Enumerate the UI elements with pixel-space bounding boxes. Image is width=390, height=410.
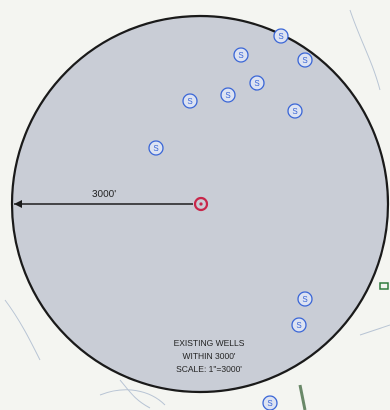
- center-marker-dot: [199, 202, 203, 206]
- well-symbol: S: [220, 87, 236, 103]
- well-symbol: S: [148, 140, 164, 156]
- well-symbol-ring: [297, 52, 313, 68]
- well-symbol: S: [273, 28, 289, 44]
- legend-line-3: SCALE: 1"=3000': [176, 364, 242, 374]
- well-symbol-ring: [233, 47, 249, 63]
- radius-arrowhead: [14, 200, 22, 208]
- well-symbol-ring: [249, 75, 265, 91]
- center-marker-ring: [193, 196, 209, 212]
- background-sketch-lines: [4, 9, 390, 410]
- radius-label: 3000': [92, 189, 116, 200]
- legend: EXISTING WELLS WITHIN 3000' SCALE: 1"=30…: [174, 338, 245, 374]
- well-symbol: S: [262, 395, 278, 410]
- well-symbol: S: [233, 47, 249, 63]
- radius-dimension: 3000': [14, 189, 193, 208]
- well-symbol-letter: S: [254, 79, 259, 88]
- well-symbol-ring: [148, 140, 164, 156]
- well-symbol: S: [182, 93, 198, 109]
- well-symbol-ring: [182, 93, 198, 109]
- well-symbol-ring: [297, 291, 313, 307]
- well-symbol-letter: S: [225, 91, 230, 100]
- well-symbol-ring: [291, 317, 307, 333]
- well-symbol: S: [287, 103, 303, 119]
- well-symbol-letter: S: [153, 144, 158, 153]
- well-symbol-letter: S: [238, 51, 243, 60]
- well-symbol-letter: S: [302, 295, 307, 304]
- well-symbol-ring: [287, 103, 303, 119]
- well-symbol-ring: [273, 28, 289, 44]
- edge-marker: [379, 282, 389, 290]
- well-symbol-letter: S: [296, 321, 301, 330]
- proposed-well-marker: [193, 196, 209, 212]
- well-symbol-letter: S: [187, 97, 192, 106]
- well-symbol: S: [291, 317, 307, 333]
- well-symbol-letter: S: [292, 107, 297, 116]
- well-symbol: S: [297, 291, 313, 307]
- well-symbol-ring: [262, 395, 278, 410]
- legend-line-1: EXISTING WELLS: [174, 338, 245, 348]
- well-symbol: S: [249, 75, 265, 91]
- legend-line-2: WITHIN 3000': [182, 351, 235, 361]
- well-symbol-letter: S: [302, 56, 307, 65]
- existing-wells: S S S S S S S S S S S: [148, 28, 313, 410]
- well-symbol-letter: S: [278, 32, 283, 41]
- well-symbol: S: [297, 52, 313, 68]
- well-symbol-ring: [220, 87, 236, 103]
- well-symbol-letter: S: [267, 399, 272, 408]
